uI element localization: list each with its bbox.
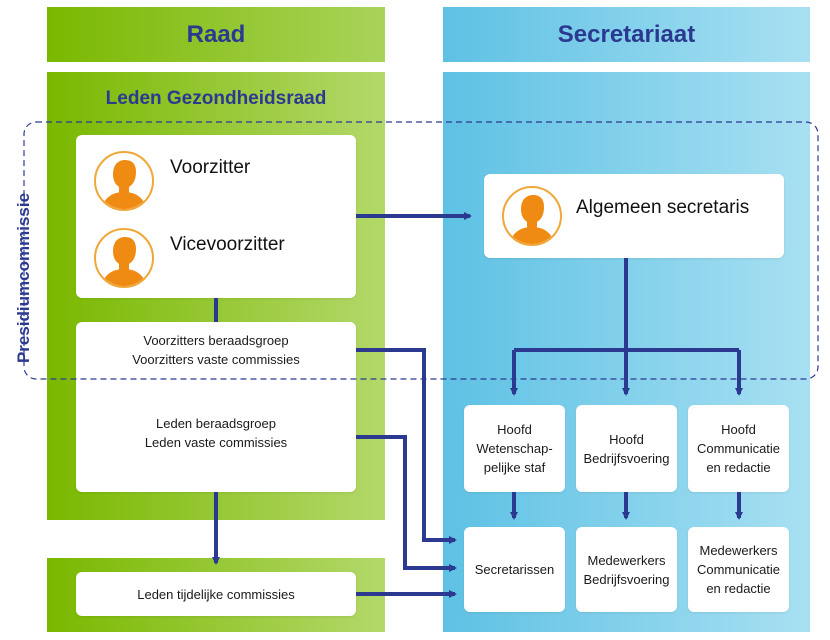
- hoofd-wetenschappelijke-staf-card: Hoofd Wetenschap- pelijke staf: [464, 405, 565, 492]
- voorzitter-avatar: [93, 150, 155, 212]
- mw-comm-line2: Communicatie: [696, 562, 781, 577]
- raad-panel-title-text: Leden Gezondheidsraad: [105, 88, 327, 109]
- mw-bedr-line2: Bedrijfsvoering: [583, 571, 670, 587]
- hoofd-bedr-line2: Bedrijfsvoering: [583, 450, 670, 466]
- raad-header-label: Raad: [186, 20, 246, 48]
- secretariaat-header: Secretariaat: [443, 7, 810, 62]
- voorzitters-beraadsgroep-line1: Voorzitters beraadsgroep: [143, 333, 289, 348]
- hoofd-comm-line2: Communicatie: [696, 441, 781, 456]
- hoofd-bedrijfsvoering-card: Hoofd Bedrijfsvoering: [576, 405, 677, 492]
- person-avatar-icon: [94, 228, 154, 288]
- secretariaat-header-label: Secretariaat: [557, 20, 696, 48]
- medewerkers-bedrijfsvoering-card: Medewerkers Bedrijfsvoering: [576, 527, 677, 612]
- secretarissen-label: Secretarissen: [474, 562, 555, 577]
- tijdelijke-commissies-card: Leden tijdelijke commissies: [76, 572, 356, 616]
- algemeen-secretaris-avatar: [501, 185, 563, 247]
- person-avatar-icon: [94, 151, 154, 211]
- raad-panel-title: Leden Gezondheidsraad: [47, 88, 385, 110]
- hoofd-comm-line3: en redactie: [706, 460, 771, 475]
- leden-beraadsgroep-line1: Leden beraadsgroep: [156, 416, 276, 431]
- mw-comm-line1: Medewerkers: [699, 543, 778, 558]
- algemeen-secretaris-label: Algemeen secretaris: [576, 197, 750, 218]
- mw-comm-line3: en redactie: [706, 581, 771, 596]
- tijdelijke-commissies-label: Leden tijdelijke commissies: [137, 586, 295, 602]
- mw-bedr-line1: Medewerkers: [587, 552, 666, 568]
- hoofd-comm-line1: Hoofd: [721, 422, 756, 437]
- hoofd-wet-line1: Hoofd: [497, 422, 532, 437]
- vicevoorzitter-label: Vicevoorzitter: [170, 234, 285, 255]
- vicevoorzitter-avatar: [93, 227, 155, 289]
- secretarissen-card: Secretarissen: [464, 527, 565, 612]
- presidiumcommissie-label: Presidiumcommissie: [14, 192, 33, 364]
- hoofd-wet-line3: pelijke staf: [483, 460, 546, 475]
- raad-header: Raad: [47, 7, 385, 62]
- voorzitters-beraadsgroep-line2: Voorzitters vaste commissies: [132, 352, 300, 367]
- hoofd-wet-line2: Wetenschap-: [476, 441, 553, 456]
- leden-beraadsgroep-text: Leden beraadsgroep Leden vaste commissie…: [76, 413, 356, 453]
- medewerkers-communicatie-card: Medewerkers Communicatie en redactie: [688, 527, 789, 612]
- hoofd-communicatie-card: Hoofd Communicatie en redactie: [688, 405, 789, 492]
- voorzitter-label: Voorzitter: [170, 157, 251, 178]
- voorzitters-beraadsgroep-text: Voorzitters beraadsgroep Voorzitters vas…: [76, 330, 356, 370]
- hoofd-bedr-line1: Hoofd: [609, 431, 644, 447]
- person-avatar-icon: [502, 186, 562, 246]
- leden-beraadsgroep-line2: Leden vaste commissies: [144, 435, 288, 450]
